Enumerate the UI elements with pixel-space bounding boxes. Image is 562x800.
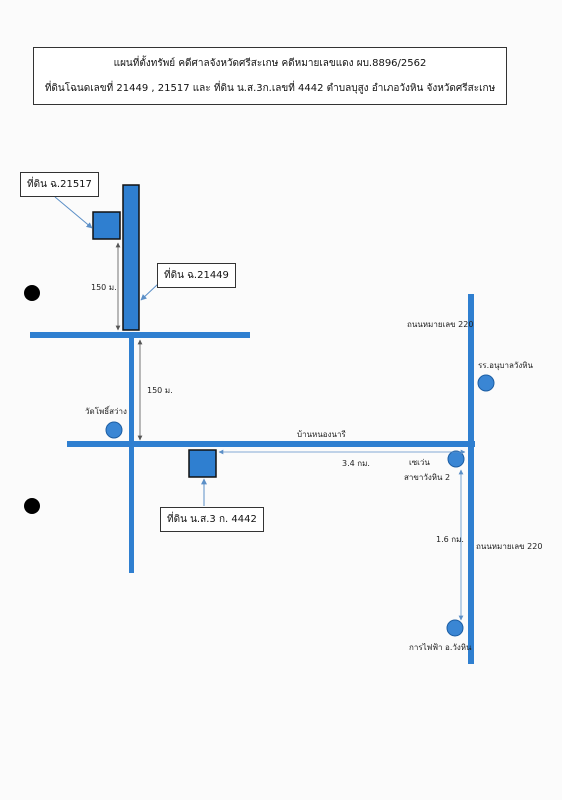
binder-hole-bottom [24,498,40,514]
plot-21449 [122,184,140,331]
electricity-office-marker [446,619,464,637]
label-road-220-top: ถนนหมายเลข 220 [407,320,474,329]
callout-plot-21517: ที่ดิน ฉ.21517 [20,172,99,197]
label-village: บ้านหนองนารี [297,430,346,439]
label-distance-3-4: 3.4 กม. [342,459,370,468]
label-150m-lower: 150 ม. [147,386,173,395]
label-150m-upper: 150 ม. [91,283,117,292]
arrow-plot-21517 [54,196,93,229]
plot-21517 [92,211,121,240]
road-nong-nari [67,441,475,447]
label-junction-line-2: สาขาวังหิน 2 [404,473,451,482]
arrow-plot-21449 [140,283,159,301]
road-220 [468,294,474,664]
seven-eleven-marker [447,450,465,468]
label-school: รร.อนุบาลวังหิน [478,361,534,370]
label-distance-1-6: 1.6 กม. [436,535,464,544]
callout-plot-21449: ที่ดิน ฉ.21449 [157,263,236,288]
road-vertical-left [129,335,134,573]
binder-hole-top [24,285,40,301]
title-line-2: ที่ดินโฉนดเลขที่ 21449 , 21517 และ ที่ดิ… [44,83,496,94]
road-upper-horizontal [30,332,250,338]
label-electricity-office: การไฟฟ้า อ.วังหิน [409,643,472,652]
label-temple: วัดโพธิ์สว่าง [85,407,127,416]
callout-plot-4442: ที่ดิน น.ส.3 ก. 4442 [160,507,264,532]
label-junction-line-1: เซเว่น [409,458,430,467]
plot-4442 [188,449,217,478]
title-line-1: แผนที่ตั้งทรัพย์ คดีศาลจังหวัดศรีสะเกษ ค… [113,58,427,69]
school-marker [477,374,495,392]
temple-marker [105,421,123,439]
title-box: แผนที่ตั้งทรัพย์ คดีศาลจังหวัดศรีสะเกษ ค… [33,47,507,105]
label-road-220-bottom: ถนนหมายเลข 220 [476,542,543,551]
